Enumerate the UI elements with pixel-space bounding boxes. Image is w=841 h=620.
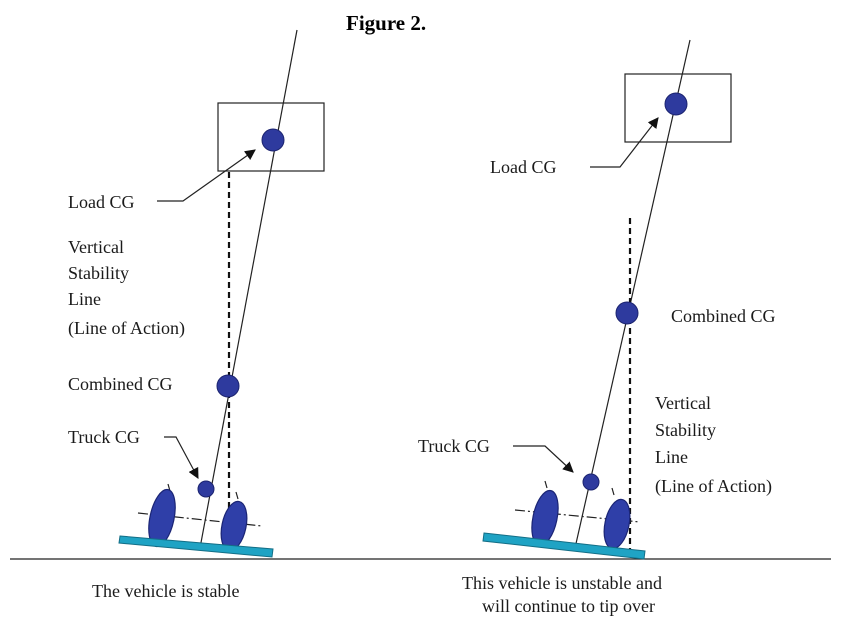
unstable-truck-cg-dot bbox=[582, 473, 600, 491]
stable-vsl-label-1: Vertical bbox=[68, 237, 124, 257]
unstable-combined-cg-dot bbox=[615, 301, 639, 325]
stable-combined-cg-label: Combined CG bbox=[68, 374, 173, 394]
stable-caption: The vehicle is stable bbox=[92, 581, 239, 601]
unstable-vsl-label-2: Stability bbox=[655, 420, 716, 440]
stable-load-cg-arrow bbox=[157, 149, 256, 202]
unstable-vsl-label-1: Vertical bbox=[655, 393, 711, 413]
stable-combined-cg-dot bbox=[216, 374, 240, 398]
stable-load-box bbox=[217, 102, 325, 172]
unstable-mast-line bbox=[574, 39, 691, 549]
unstable-caption-line-2: will continue to tip over bbox=[482, 596, 655, 616]
unstable-tick-right bbox=[611, 487, 615, 496]
stable-tilted-platform bbox=[118, 535, 274, 558]
unstable-load-cg-label: Load CG bbox=[490, 157, 557, 177]
stable-vehicle-diagram: Load CG Vertical Stability Line (Line of… bbox=[68, 29, 325, 601]
unstable-vsl-label-4: (Line of Action) bbox=[655, 476, 772, 497]
stable-mast-line bbox=[199, 29, 298, 549]
unstable-caption-line-1: This vehicle is unstable and bbox=[462, 573, 662, 593]
stable-truck-cg-label: Truck CG bbox=[68, 427, 140, 447]
unstable-combined-cg-label: Combined CG bbox=[671, 306, 776, 326]
unstable-front-wheel bbox=[603, 498, 631, 550]
unstable-vsl-label-3: Line bbox=[655, 447, 688, 467]
stable-load-cg-dot bbox=[261, 128, 285, 152]
unstable-vehicle-diagram: Load CG Combined CG Vertical Stability L… bbox=[418, 39, 776, 616]
stable-load-cg-label: Load CG bbox=[68, 192, 135, 212]
unstable-tilted-platform bbox=[482, 532, 646, 560]
unstable-load-cg-dot bbox=[664, 92, 688, 116]
stable-vsl-label-2: Stability bbox=[68, 263, 129, 283]
unstable-load-box bbox=[624, 73, 732, 143]
stable-vsl-label-3: Line bbox=[68, 289, 101, 309]
stable-truck-cg-arrow bbox=[164, 436, 199, 479]
figure-title: Figure 2. bbox=[346, 11, 426, 35]
unstable-truck-cg-arrow bbox=[513, 445, 574, 473]
stable-tick-right bbox=[235, 491, 239, 500]
unstable-truck-cg-label: Truck CG bbox=[418, 436, 490, 456]
stable-vsl-label-4: (Line of Action) bbox=[68, 318, 185, 339]
unstable-tick-left bbox=[544, 480, 548, 489]
stable-truck-cg-dot bbox=[197, 480, 215, 498]
unstable-load-cg-arrow bbox=[590, 117, 659, 168]
